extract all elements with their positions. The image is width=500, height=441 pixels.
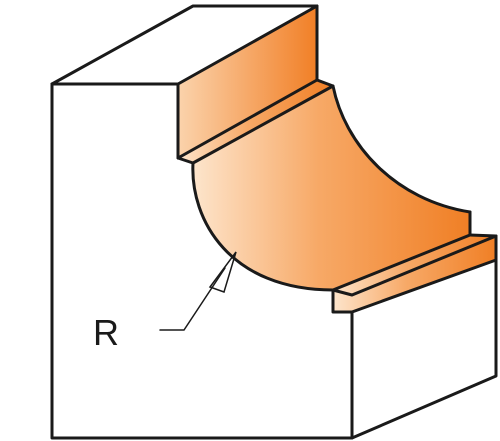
top-face [52,6,317,84]
radius-arrowhead [208,251,237,293]
cove-back-curve [331,84,472,214]
upper-fillet-face [178,6,317,158]
radius-indicator: R [93,251,237,353]
upper-step-face [178,80,333,163]
radius-label: R [93,312,119,353]
front-face [52,84,352,438]
right-side-face [352,260,496,438]
lower-fillet-edge [331,233,498,297]
upper-step-edge [176,78,319,160]
right-bottom-edge [350,258,498,314]
radius-leader-line [159,267,226,331]
concave-cove-face [192,86,470,290]
cove-front-curve [191,161,335,292]
outer-edge [50,4,319,86]
wood-block [52,6,496,438]
lower-step-edge [331,210,472,440]
cove-profile-face [178,6,496,312]
block-outline [50,4,498,440]
